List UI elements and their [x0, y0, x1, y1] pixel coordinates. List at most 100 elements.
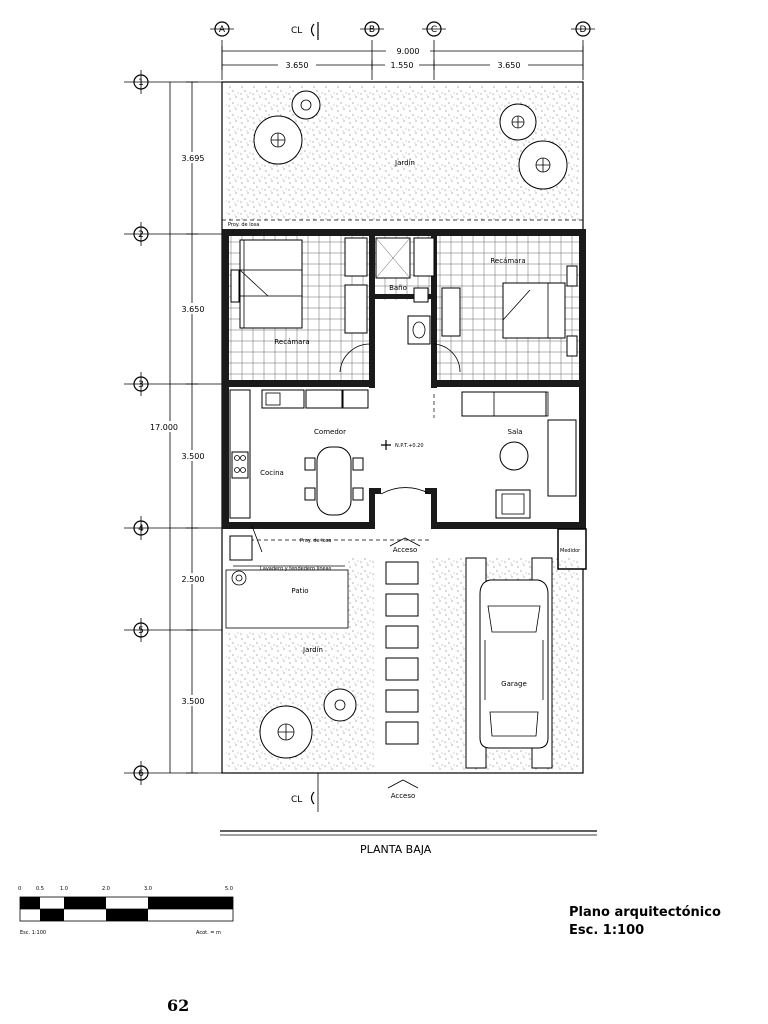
kitchen-sink-icon [261, 389, 305, 409]
car-icon: Garage [479, 579, 549, 749]
sink-icon [407, 315, 431, 345]
tree-icon [253, 115, 303, 165]
door-swing-icon [339, 343, 371, 373]
jardin-bottom-label: Jardín [302, 646, 323, 654]
nightstand-icon [566, 265, 578, 287]
row-axis-3: 3 [124, 372, 222, 396]
npt-label: N.P.T.+0.20 [395, 443, 424, 449]
range-icon [231, 451, 249, 479]
depth-label-2: 3.650 [182, 305, 205, 314]
toilet-icon [413, 287, 429, 303]
water-tank-icon [231, 570, 247, 586]
overall-depth-label: 17.000 [150, 423, 178, 432]
depth-label-3: 3.500 [182, 452, 205, 461]
row-axis-6: 6 [124, 761, 222, 785]
lavadero-label: Lavadero y tendedero lineas [260, 566, 332, 572]
scale-tick-1: 0.5 [36, 886, 44, 892]
garage-label: Garage [501, 680, 527, 688]
svg-text:4: 4 [138, 524, 144, 534]
chair-icon [304, 487, 316, 501]
sala-label: Sala [508, 428, 523, 436]
jardin-top-label: Jardín [394, 159, 415, 167]
tree-icon [291, 90, 321, 120]
proy-losa-top-label: Proy. de losa [228, 222, 259, 228]
walls [222, 229, 587, 570]
bed-icon [502, 282, 566, 339]
svg-text:D: D [580, 25, 587, 35]
bathroom: Baño [375, 237, 431, 345]
svg-text:B: B [369, 25, 375, 35]
kitchen: Cocina [229, 389, 369, 519]
tree-icon [323, 688, 357, 722]
svg-text:3: 3 [138, 380, 144, 390]
patio-area [225, 569, 349, 629]
dining: Comedor [304, 428, 364, 516]
nightstand-icon [566, 335, 578, 357]
scale-bar: 0 0.5 1.0 2.0 3.0 5.0 Esc. 1:100 Acot. =… [18, 886, 234, 936]
coffee-table-icon [499, 441, 529, 471]
centerline-marker-bottom: CL [291, 773, 319, 812]
footer-caption: Plano arquitectónico Esc. 1:100 [569, 904, 721, 940]
top-dimensions: 9.000 3.650 1.550 3.650 [221, 45, 584, 70]
tree-icon [259, 705, 313, 759]
entry-arrow-icon [387, 779, 419, 789]
scale-tick-3: 2.0 [102, 886, 110, 892]
stepping-stones [385, 561, 419, 745]
chair-icon [352, 457, 364, 471]
acceso-street-label: Acceso [391, 792, 416, 800]
chair-icon [304, 457, 316, 471]
svg-text:CL: CL [291, 795, 302, 805]
main-entry: Acceso [389, 537, 421, 554]
nightstand-icon [230, 269, 240, 303]
sofa-icon [547, 419, 577, 497]
scale-tick-4: 3.0 [144, 886, 152, 892]
tree-icon [518, 140, 568, 190]
left-dimensions: 17.000 3.695 3.650 3.500 2.500 3.500 [146, 81, 210, 774]
porch: Proy. de losa Lavadero y tendedero linea… [225, 525, 430, 629]
closet-icon [344, 237, 368, 277]
centerline-marker-top: CL [291, 22, 319, 40]
footer-title-line: Plano arquitectónico [569, 905, 721, 920]
recamara-right-label: Recámara [490, 257, 525, 265]
row-axis-4: 4 [124, 516, 222, 540]
cocina-label: Cocina [260, 469, 284, 477]
recamara-left-label: Recámara [274, 338, 309, 346]
svg-text:C: C [431, 25, 437, 35]
page-number: 62 [167, 996, 190, 1015]
closet-icon [413, 237, 435, 277]
living-room: Sala [433, 391, 577, 519]
dining-table-icon [316, 446, 352, 516]
level-marker: N.P.T.+0.20 [381, 440, 424, 450]
plan-title: PLANTA BAJA [360, 843, 432, 856]
top-garden: Proy. de losa Jardín [222, 86, 583, 228]
entry-door-swing-icon [380, 487, 431, 495]
bed-icon [239, 239, 303, 329]
depth-label-4: 2.500 [182, 575, 205, 584]
scale-units-label: Acot. = m [196, 930, 221, 936]
depth-label-5: 3.500 [182, 697, 205, 706]
refrigerator-icon [342, 389, 369, 409]
laundry-sink-icon [229, 535, 253, 561]
comedor-label: Comedor [314, 428, 346, 436]
scale-esc-label: Esc. 1:100 [20, 930, 46, 936]
patio-label: Patio [291, 587, 308, 595]
closet-icon [344, 284, 368, 334]
scale-tick-2: 1.0 [60, 886, 68, 892]
depth-label-1: 3.695 [182, 154, 205, 163]
svg-text:2: 2 [138, 230, 144, 240]
overall-width-label: 9.000 [397, 47, 420, 56]
row-axis-2: 2 [124, 222, 222, 246]
scale-tick-5: 5.0 [225, 886, 233, 892]
bano-label: Baño [389, 284, 407, 292]
svg-text:5: 5 [138, 626, 144, 636]
svg-text:A: A [219, 25, 226, 35]
door-swing-icon [433, 343, 461, 373]
entry-arrow-icon [389, 537, 421, 547]
right-bedroom: Recámara [413, 237, 578, 373]
width-label-1: 3.650 [286, 61, 309, 70]
level-mark-icon [381, 440, 391, 450]
medidor-label: Medidor [560, 548, 581, 554]
closet-icon [441, 287, 461, 337]
street-entry: Acceso [387, 779, 419, 800]
